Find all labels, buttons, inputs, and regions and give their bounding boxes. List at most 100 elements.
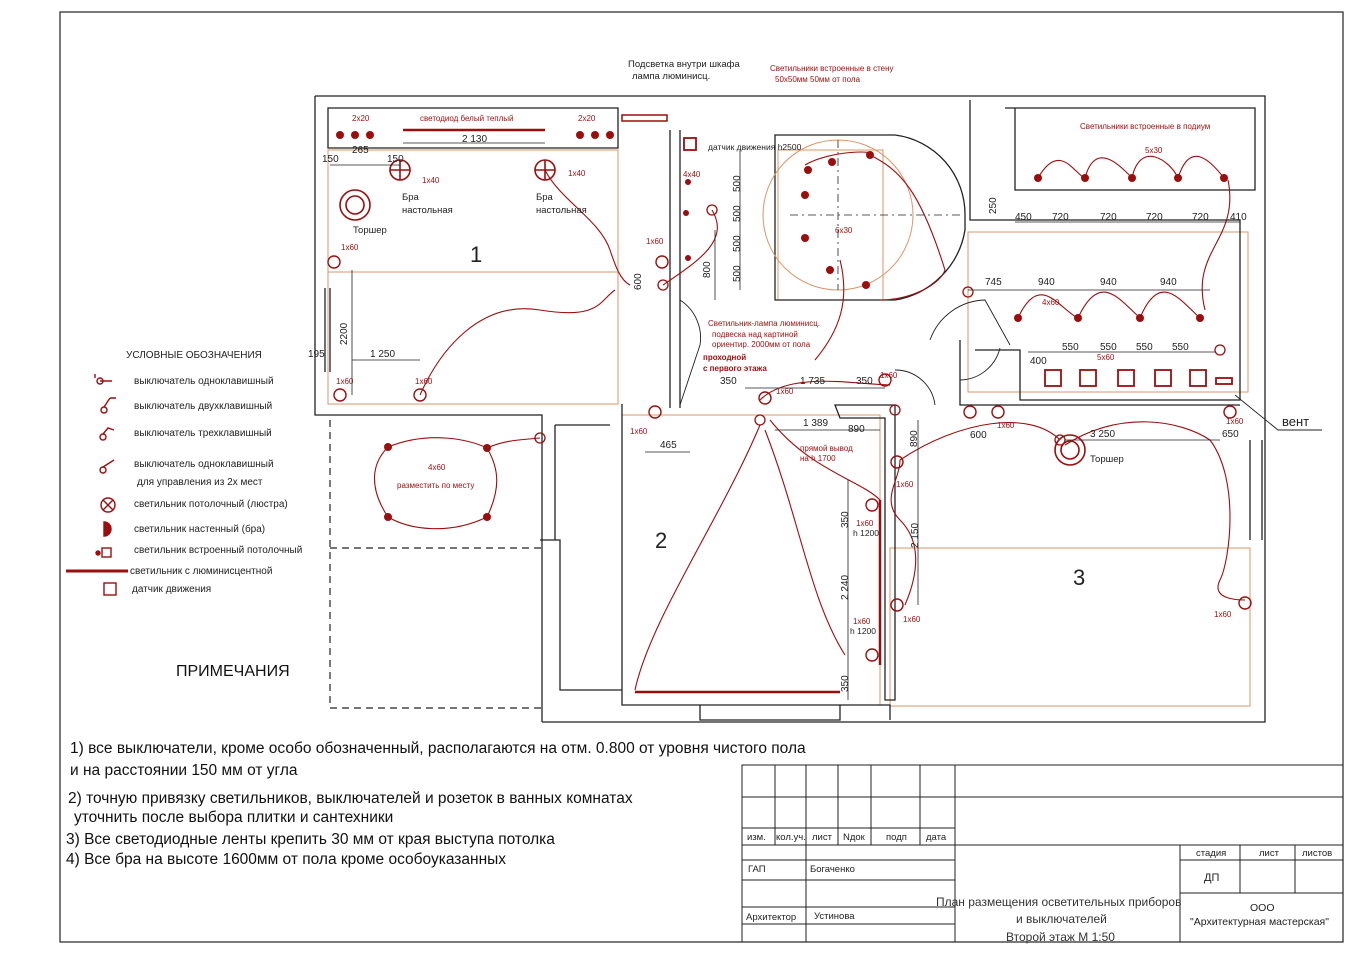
stamp-title-3: Второй этаж М 1:50 [1006,930,1115,944]
stamp-gap: ГАП [748,864,766,875]
chandeliers [389,159,556,181]
dim-940-a: 940 [1038,277,1055,288]
dim-1389: 1 389 [803,418,828,429]
dim-550-b: 550 [1100,342,1117,353]
label-table-1: настольная [402,205,453,216]
note-2b: уточнить после выбора плитки и сантехник… [74,809,394,826]
label-4x60-b: 4х60 [428,463,446,472]
dim-550-a: 550 [1062,342,1079,353]
stamp-sheet-label: лист [1259,848,1279,859]
plan-labels: Подсветка внутри шкафа лампа люминисц. д… [353,59,1309,636]
stamp-architect: Архитектор [746,912,797,923]
label-6x30: 6х30 [835,226,853,235]
dashed-outline [329,420,542,709]
stamp-header-podp: подп [886,832,907,843]
dim-350-a: 350 [720,376,737,387]
label-1x60-i: 1х60 [1226,417,1244,426]
led-strip [403,128,882,694]
dim-745: 745 [985,277,1002,288]
stamp-header-data: дата [926,832,947,843]
label-place: разместить по месту [397,481,474,490]
dim-940-b: 940 [1100,277,1117,288]
dim-350-b: 350 [856,376,873,387]
dim-720-d: 720 [1192,212,1209,223]
dim-720-c: 720 [1146,212,1163,223]
label-fluor-2: подвеска над картиной [712,330,798,339]
dim-250: 250 [988,197,999,214]
wall-lamps [327,255,1252,662]
dim-800: 800 [702,261,713,278]
label-4x40: 4х40 [683,170,701,179]
note-4: 4) Все бра на высоте 1600мм от пола кром… [66,851,507,868]
legend-title: УСЛОВНЫЕ ОБОЗНАЧЕНИЯ [126,350,262,361]
label-table-2: настольная [536,205,587,216]
label-1x40-a: 1х40 [422,176,440,185]
note-1a: 1) все выключатели, кроме особо обозначе… [70,740,806,757]
label-fluor-3: ориентир. 2000мм от пола [712,340,811,349]
dim-2130: 2 130 [462,134,487,145]
dim-1735: 1 735 [800,376,825,387]
stamp-org-1: ООО [1250,902,1275,914]
stamp-architect-name: Устинова [814,911,855,922]
label-2x20-a: 2х20 [352,114,370,123]
label-1x60-n: 1х60 [853,617,871,626]
label-bra-1: Бра [402,192,420,203]
label-cabinet-light-2: лампа люминисц. [632,71,710,82]
note-2a: 2) точную привязку светильников, выключа… [68,790,633,807]
room-3-number: 3 [1073,565,1085,590]
label-2x20-b: 2х20 [578,114,596,123]
legend-item-1: выключатель одноклавишный [134,376,274,387]
dim-2200: 2200 [339,322,350,345]
label-1x60-g: 1х60 [880,371,898,380]
dim-195: 195 [308,349,325,360]
legend-item-8: светильник встроенный потолочный [134,545,303,556]
legend-item-3: выключатель трехклавишный [134,428,272,439]
label-fluor-1: Светильник-лампа люминисц. [708,319,820,328]
door-swings [679,299,1011,406]
dim-265: 265 [352,145,369,156]
label-wall-lights-2: 50х50мм 50мм от пола [775,75,861,84]
legend-symbols [66,374,128,596]
vent-leader [1234,394,1322,431]
dim-550-c: 550 [1136,342,1153,353]
label-vent: вент [1282,414,1309,429]
label-podium: Светильники встроенные в подиум [1080,122,1210,131]
dim-890-a: 890 [848,424,865,435]
label-1x60-h: 1х60 [997,421,1015,430]
dim-500-a: 500 [732,175,743,192]
stamp-header-list: лист [812,832,832,843]
switches [534,204,1226,446]
drawing-frame [59,11,1344,943]
legend-item-7: светильник настенный (бра) [134,524,266,535]
dim-350-c: 350 [840,511,851,528]
label-1x60-f: 1х60 [776,387,794,396]
dim-350-d: 350 [840,675,851,692]
dim-940-c: 940 [1160,277,1177,288]
label-wall-lights-1: Светильники встроенные в стену [770,64,894,73]
dim-550-d: 550 [1172,342,1189,353]
dim-890-b: 890 [909,430,920,447]
dim-450: 450 [1015,212,1032,223]
label-motion-sensor: датчик движения h2500 [708,142,802,152]
stamp-header-ndok: Nдок [843,832,865,843]
dim-720-b: 720 [1100,212,1117,223]
label-direct-1: прямой вывод [800,444,853,453]
label-led-strip: светодиод белый теплый [420,114,514,123]
stamp-gap-name: Богаченко [810,864,855,875]
label-passage-1: проходной [703,353,746,362]
label-1x60-l: 1х60 [1214,610,1232,619]
stamp-header-izm: изм. [747,832,766,843]
dim-500-b: 500 [732,205,743,222]
stamp-title-1: План размещения осветительных приборов [936,895,1182,909]
dim-3250: 3 250 [1090,429,1115,440]
legend-item-5: для управления из 2х мест [137,477,263,488]
dim-2150: 2 150 [910,523,921,548]
walls [314,95,1266,723]
label-torsher-2: Торшер [1090,454,1124,465]
podium-lamps [683,137,1233,387]
note-1b: и на расстоянии 150 мм от угла [70,762,298,779]
label-h1200-1: h 1200 [853,528,879,538]
label-h1200-2: h 1200 [850,626,876,636]
